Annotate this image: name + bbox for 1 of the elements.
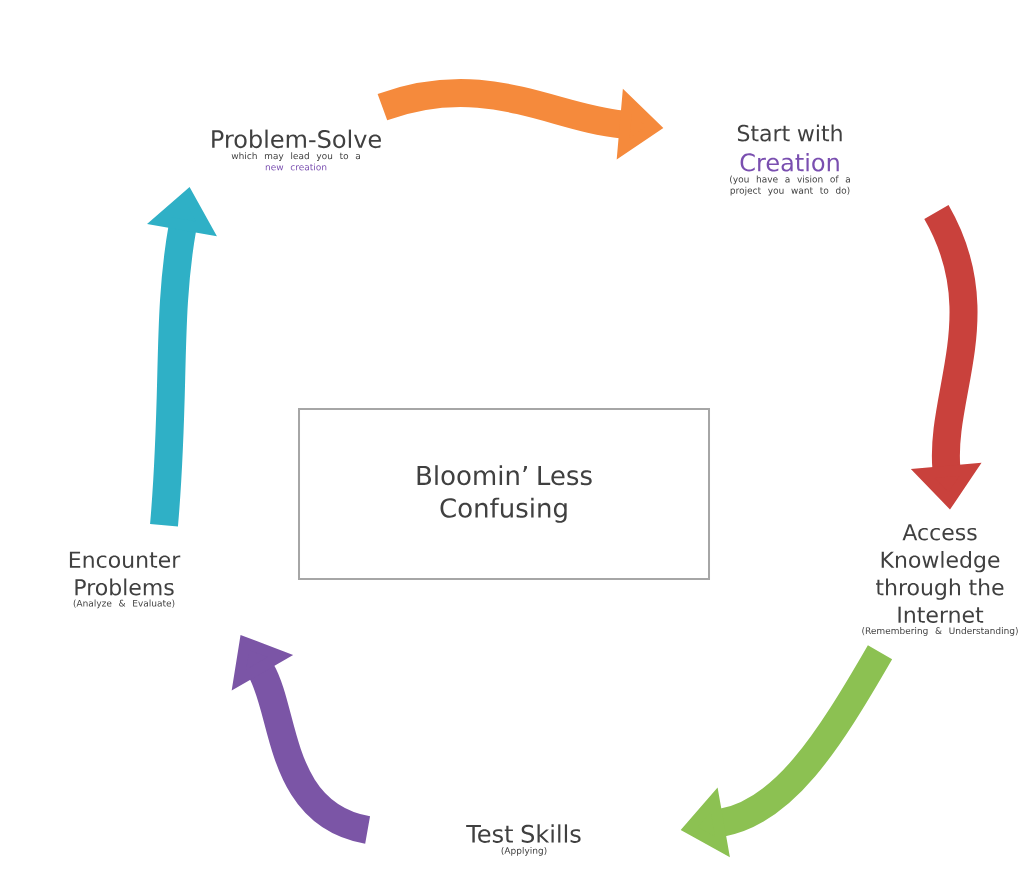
title-box: Bloomin’ Less Confusing [298, 408, 710, 580]
